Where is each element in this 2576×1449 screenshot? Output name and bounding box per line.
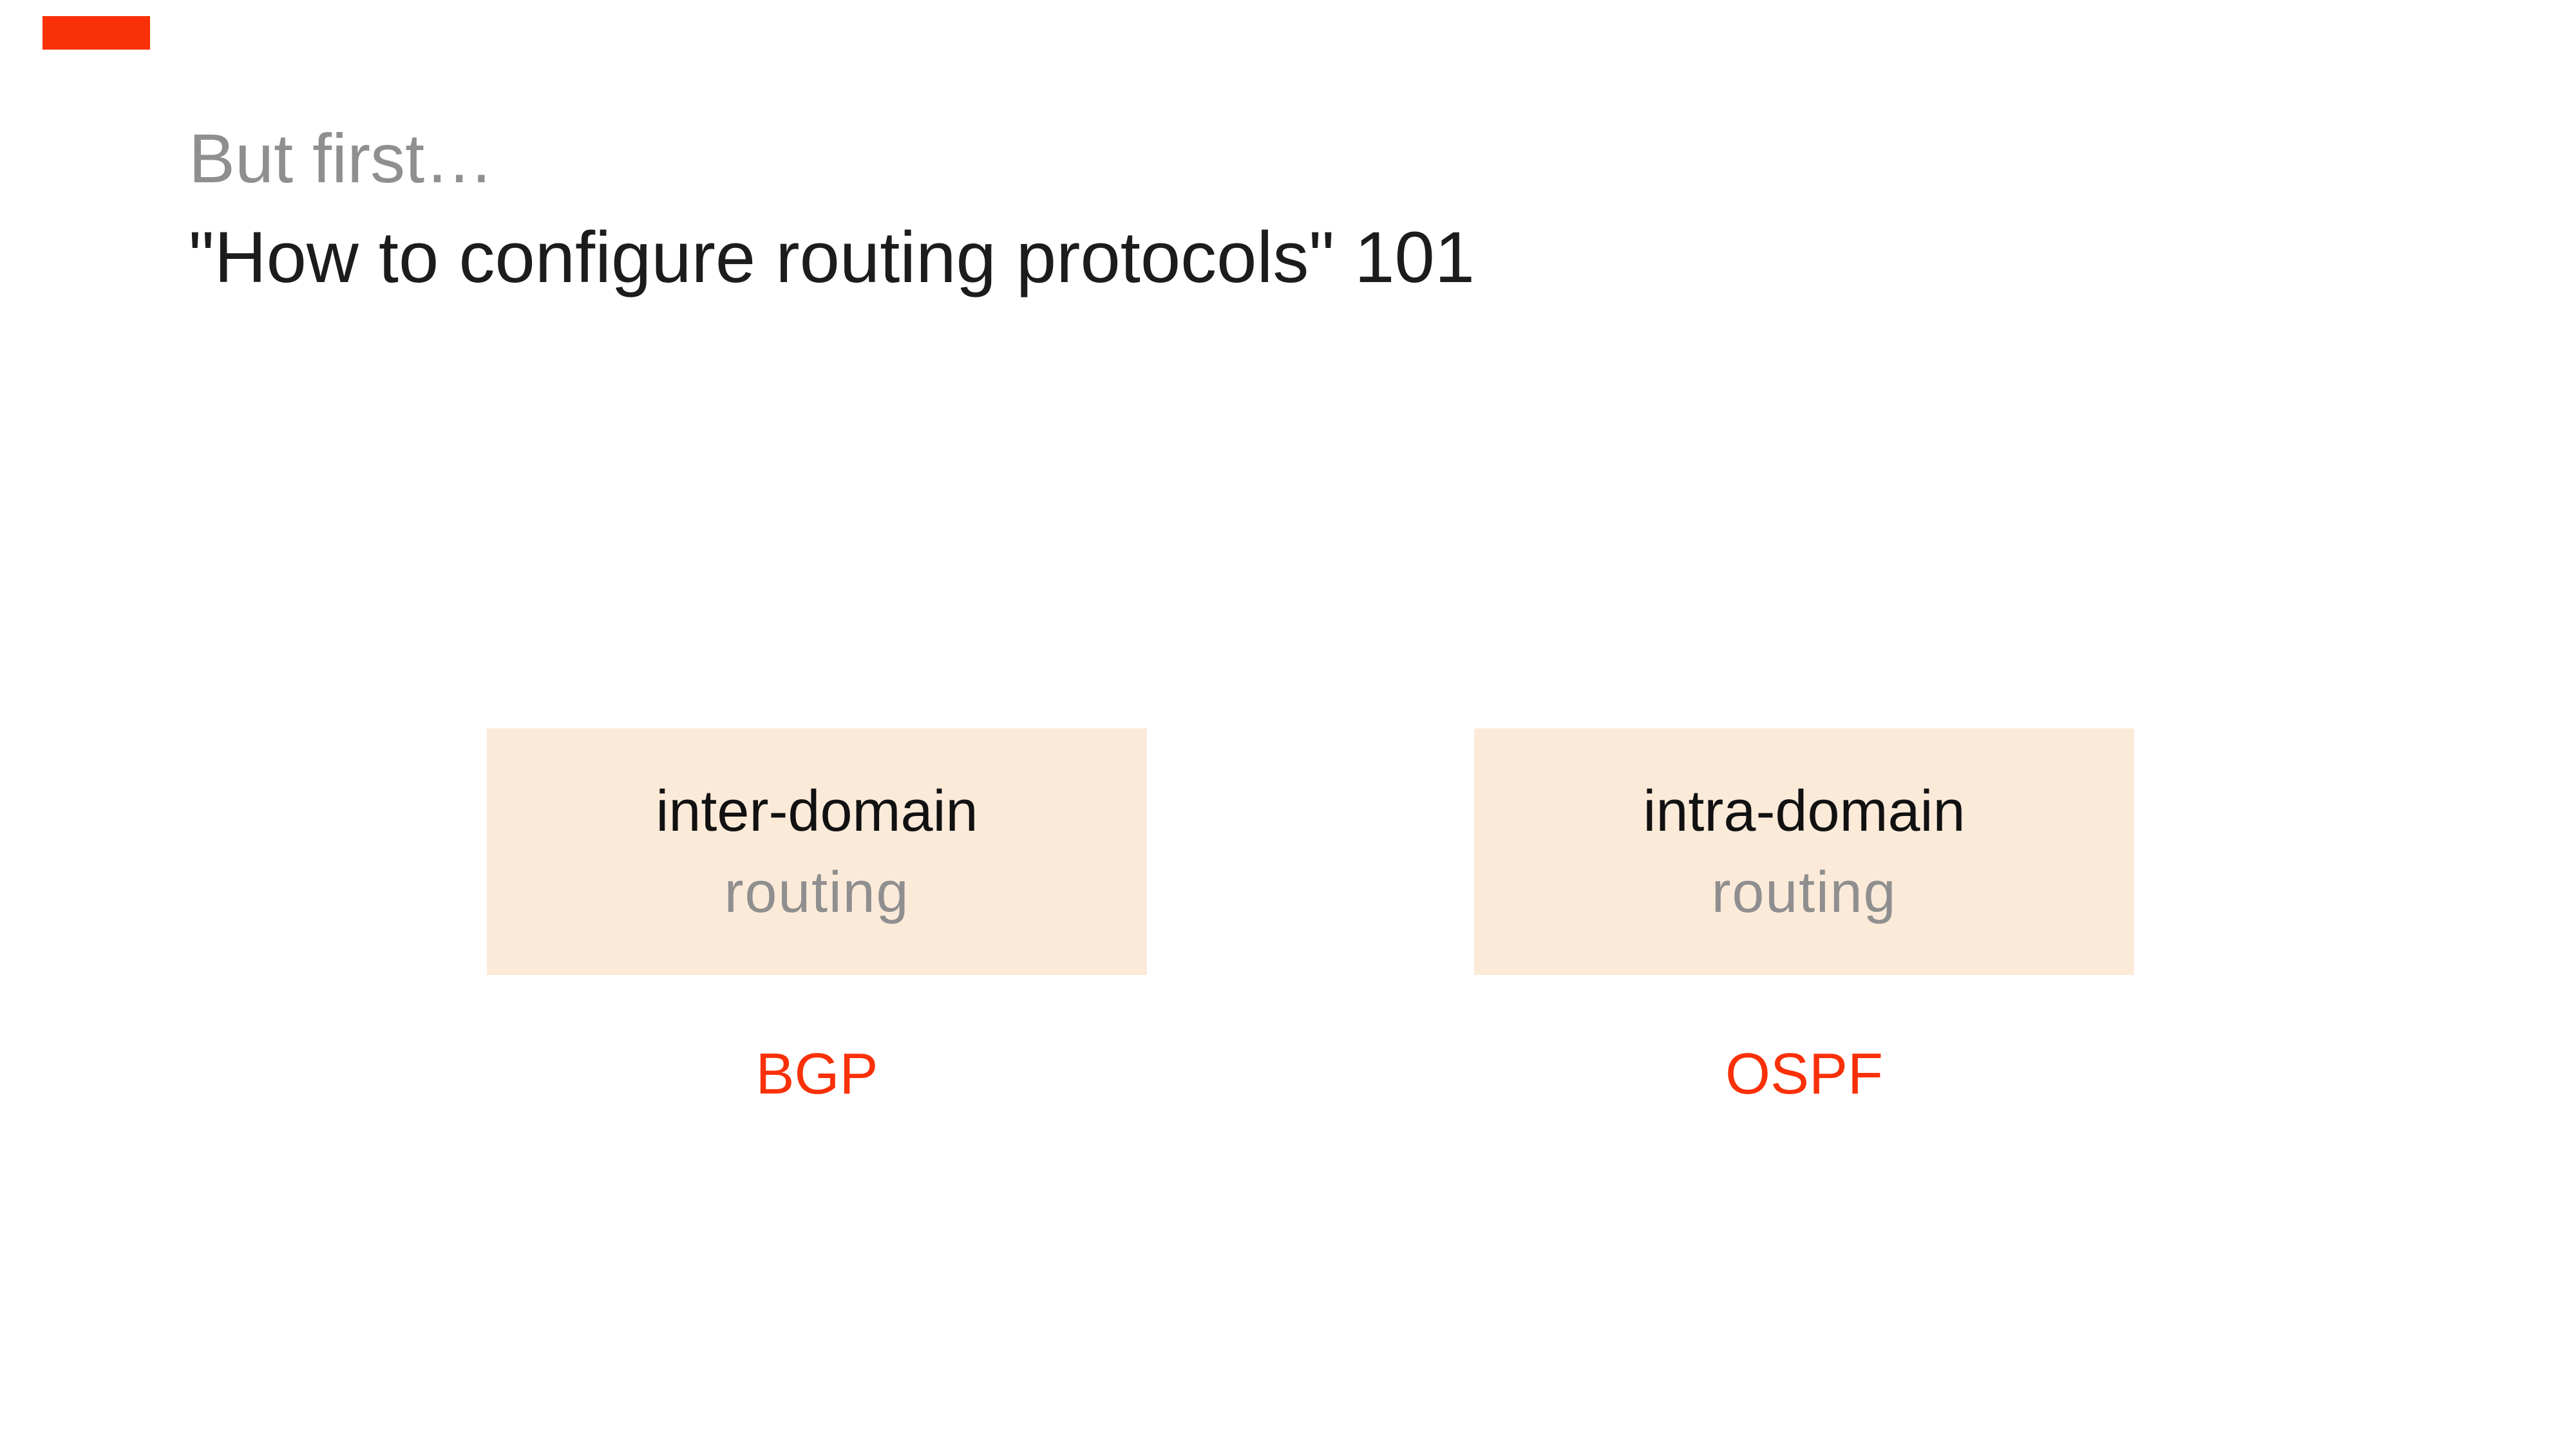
protocol-label-ospf: OSPF <box>1725 1042 1884 1106</box>
inter-domain-card: inter-domain routing <box>487 728 1147 975</box>
kicker-text: But first… <box>189 119 495 197</box>
slide-title: "How to configure routing protocols" 101 <box>189 217 1475 298</box>
protocol-label-bgp: BGP <box>755 1042 878 1106</box>
inter-domain-routing-label: routing <box>724 860 910 925</box>
red-corner-mark <box>43 16 150 50</box>
inter-domain-label: inter-domain <box>656 779 978 844</box>
intra-domain-routing-label: routing <box>1711 860 1897 925</box>
intra-domain-card: intra-domain routing <box>1474 728 2134 975</box>
intra-domain-label: intra-domain <box>1643 779 1965 844</box>
